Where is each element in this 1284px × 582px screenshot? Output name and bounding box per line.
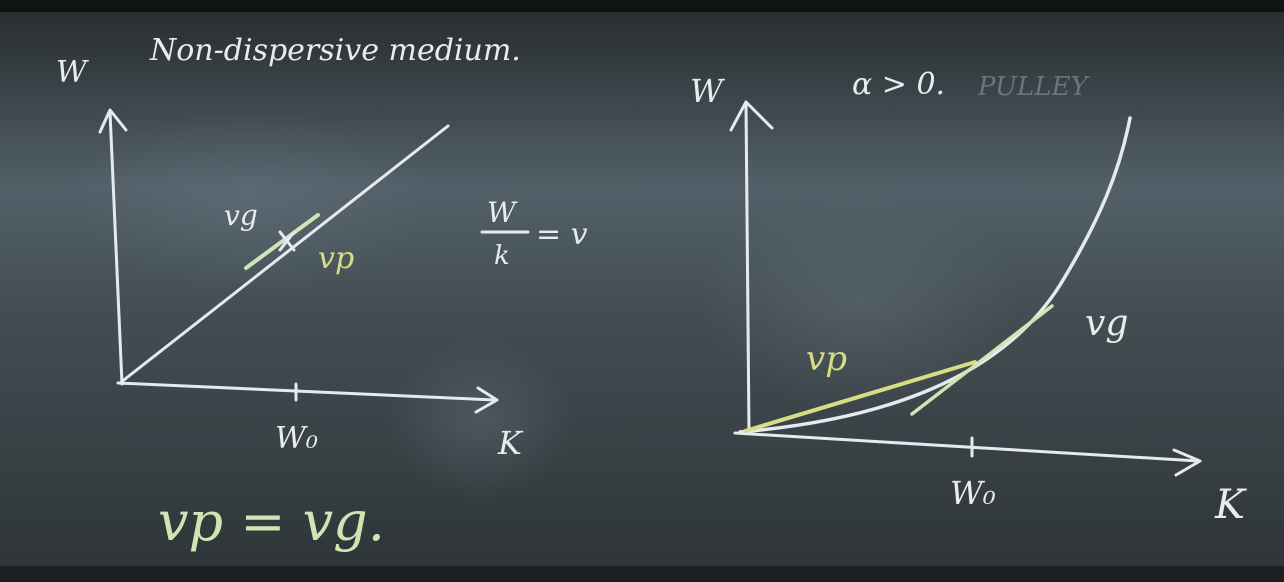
- relation-numerator: W: [487, 196, 518, 229]
- board-top-frame: [0, 0, 1284, 12]
- board-bottom-edge: [0, 566, 1284, 582]
- phase-group-equality: vp = vg.: [158, 490, 385, 553]
- left-tick-label: W₀: [275, 421, 318, 456]
- faint-erased-text: PULLEY: [977, 72, 1090, 102]
- eraser-smudge: [385, 340, 575, 500]
- right-vp-label: vp: [806, 339, 847, 379]
- left-vp-label: vp: [318, 241, 354, 276]
- right-x-axis-label: K: [1214, 482, 1247, 528]
- left-vg-label: vg: [224, 199, 258, 232]
- left-title: Non-dispersive medium.: [149, 33, 521, 68]
- left-y-axis-label: W: [56, 55, 89, 90]
- right-condition: α > 0.: [852, 67, 945, 102]
- right-vg-label: vg: [1085, 303, 1128, 344]
- left-x-axis-label: K: [497, 424, 524, 462]
- relation-denominator: k: [494, 241, 510, 271]
- right-tick-label: W₀: [950, 474, 996, 512]
- right-y-axis-label: W: [690, 72, 726, 110]
- relation-rhs: = v: [536, 217, 588, 252]
